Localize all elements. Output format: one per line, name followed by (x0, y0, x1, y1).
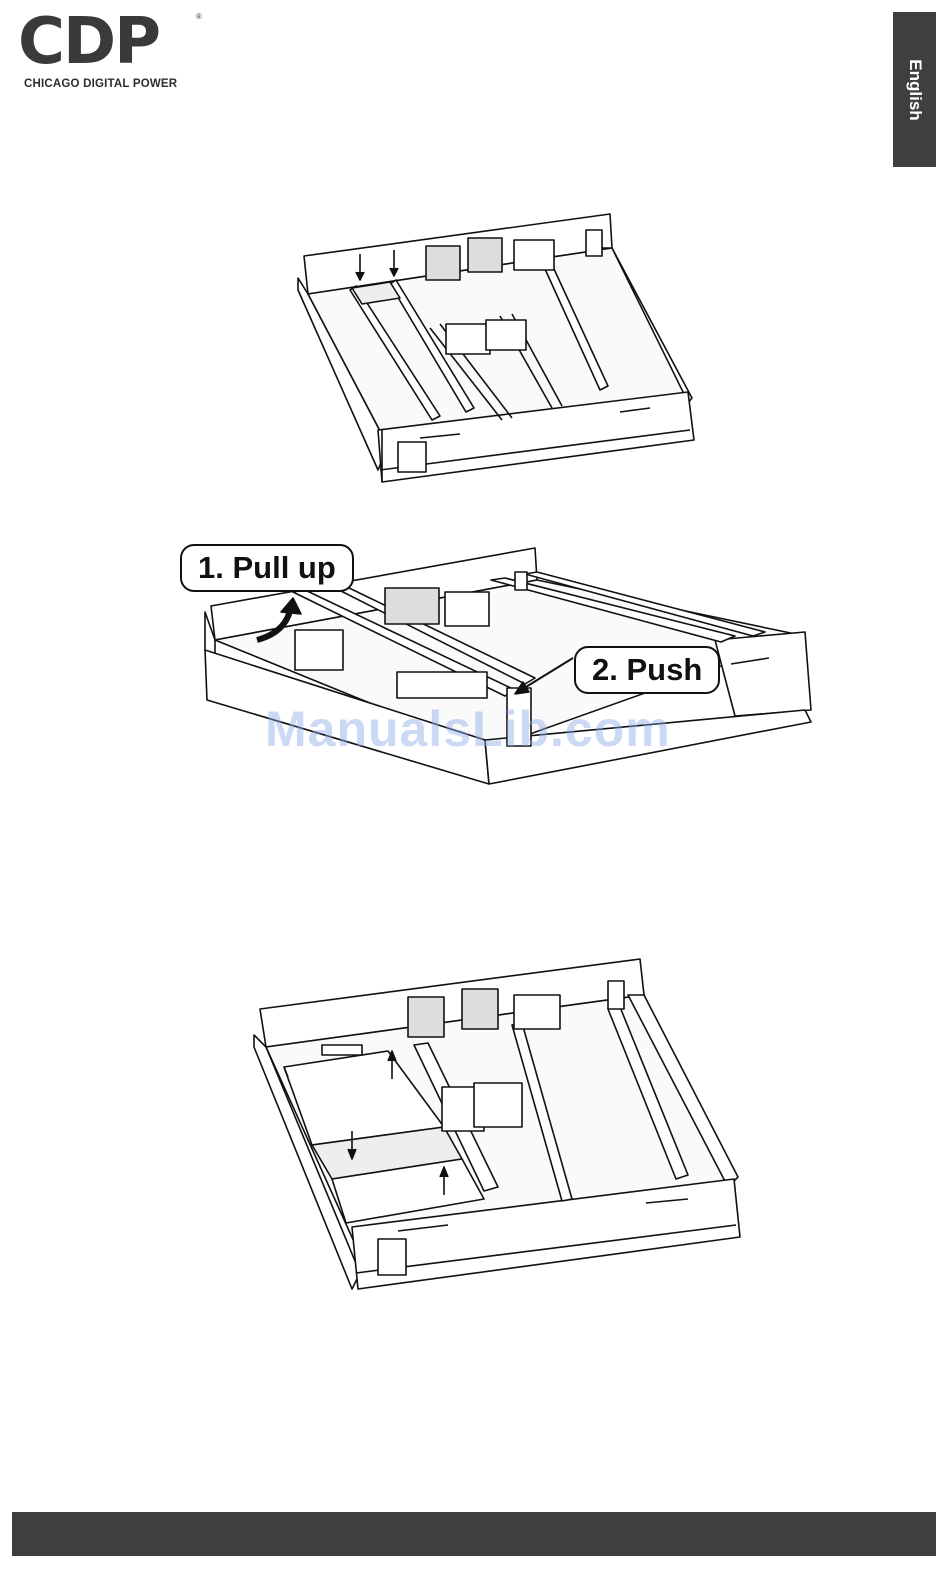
footer-bar (12, 1512, 936, 1556)
figure-chassis-batteries-installed (248, 955, 745, 1295)
figure-chassis-brackets (290, 208, 700, 490)
language-tab: English (893, 12, 936, 167)
ups-chassis-batteries-installed-icon (248, 955, 745, 1295)
logo-subtitle: CHICAGO DIGITAL POWER (24, 78, 177, 90)
ups-chassis-battery-brackets-icon (290, 208, 700, 490)
callout-pull-up: 1. Pull up (180, 544, 354, 592)
logo-letters: CDP (18, 10, 159, 74)
registered-mark: ® (196, 12, 202, 21)
cdp-logo: CDP ® CHICAGO DIGITAL POWER (18, 10, 208, 90)
watermark: ManualsLib.com (265, 700, 671, 758)
callout-push: 2. Push (574, 646, 720, 694)
language-tab-label: English (905, 59, 925, 120)
